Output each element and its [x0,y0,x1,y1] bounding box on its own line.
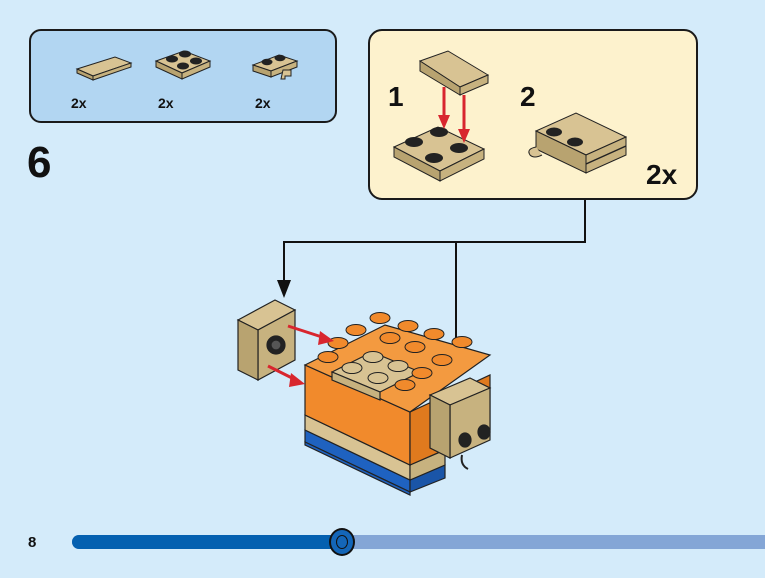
progress-fill [72,535,343,549]
red-insert-arrows [267,324,334,387]
page-number: 8 [28,534,37,551]
plate-clip-icon [251,54,299,80]
progress-knob[interactable] [329,528,356,556]
sub-assembly-callout: 1 2 [368,29,698,200]
part-quantity: 2x [71,95,87,111]
model-studs [317,312,473,391]
page-progress-bar[interactable] [72,528,765,556]
left-ear-assembly [236,299,297,382]
step-number: 6 [27,138,52,187]
arrow-down-left-icon [277,280,291,298]
assembled-piece [528,112,628,174]
plate-piece [392,126,486,182]
part-quantity: 2x [158,95,174,111]
part-plate-2x2: 2x [152,43,222,113]
red-arrows [438,87,470,143]
part-quantity: 2x [255,95,271,111]
tile-piece [418,50,490,96]
right-ear-assembly [428,377,492,470]
sub-step-1-label: 1 [388,81,404,112]
tile-1x2-icon [75,56,133,81]
sub-step-2-label: 2 [520,81,536,112]
sub-assembly-multiplier: 2x [646,159,678,190]
part-plate-clip: 2x [249,43,319,113]
part-tile-1x2: 2x [65,43,135,113]
sub-assembly-illustration [392,50,628,182]
plate-2x2-icon [154,50,212,80]
parts-list-panel: 2x 2x 2x [29,29,337,123]
